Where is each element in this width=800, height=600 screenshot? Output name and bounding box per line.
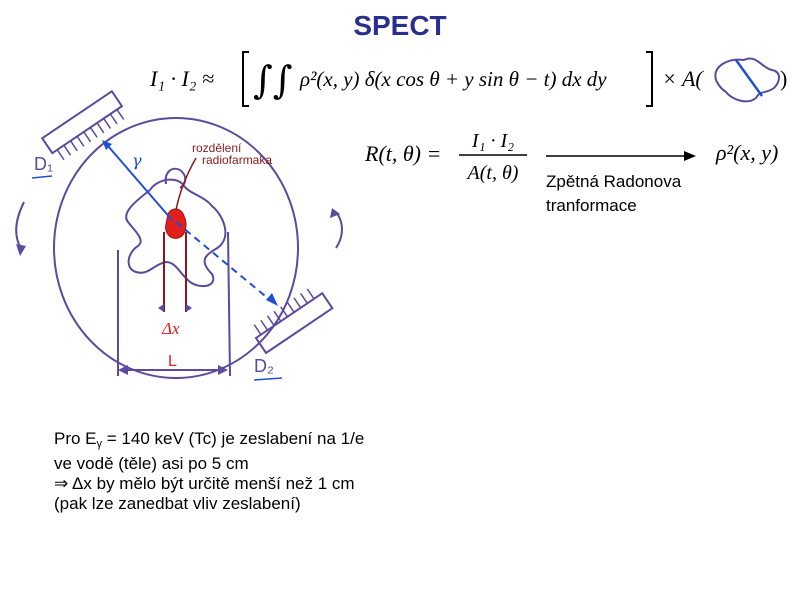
arrow-label-line-1: Zpětná Radonova: [546, 172, 682, 191]
projection-line-icon: [734, 59, 764, 97]
arrow-label: Zpětná Radonova tranformace: [546, 170, 681, 218]
attenuation-note: Pro Eγ = 140 keV (Tc) je zeslabení na 1/…: [54, 429, 364, 514]
detector-d2: [253, 288, 334, 355]
label-distribution-1: rozdělení: [192, 141, 242, 155]
note-line-1: Pro Eγ = 140 keV (Tc) je zeslabení na 1/…: [54, 429, 365, 450]
label-delta-x: Δx: [161, 319, 180, 338]
gamma-ray-dashed: [175, 221, 271, 301]
left-bracket: [242, 51, 249, 107]
label-d1: D₁: [34, 154, 53, 174]
formula-integrand: ρ²(x, y) δ(x cos θ + y sin θ − t) dx dy: [299, 67, 607, 91]
label-d2: D₂: [254, 356, 274, 376]
double-integral: ∫∫: [253, 58, 293, 102]
gantry-circle: [53, 117, 299, 379]
result-density: ρ²(x, y): [716, 140, 779, 165]
body-outline-icon: [714, 57, 780, 103]
page-title: SPECT: [353, 10, 447, 41]
distribution-pointer: [175, 157, 197, 211]
radon-numerator: I₁ · I₂: [471, 130, 514, 152]
body-top-loop: [164, 167, 187, 189]
formula-lhs: I₁ · I₂ ≈: [149, 66, 214, 91]
rotation-arrow-right-icon: [335, 211, 343, 249]
radiopharmaceutical-source: [165, 208, 187, 239]
gamma-ray-solid: [107, 145, 173, 221]
formula-times-A: × A(: [662, 66, 704, 91]
note-line-2: ve vodě (těle) asi po 5 cm: [54, 454, 249, 473]
formula-close-paren: ): [780, 66, 787, 91]
body-cross-section: [125, 178, 227, 288]
right-boundary-line: [227, 231, 231, 377]
note-line-4: (pak lze zanedbat vliv zeslabení): [54, 494, 301, 513]
detector-d1: [40, 89, 125, 161]
note-line-3: ⇒ Δx by mělo být určitě menší než 1 cm: [54, 474, 355, 493]
arrow-label-line-2: tranformace: [546, 196, 637, 215]
right-bracket: [646, 51, 653, 107]
radon-formula: R(t, θ) = I₁ · I₂ A(t, θ): [364, 125, 535, 187]
label-gamma: γ: [132, 151, 142, 170]
label-distribution-2: radiofarmaka: [202, 153, 272, 167]
label-length: L: [168, 353, 177, 370]
attenuation-product-formula: I₁ · I₂ ≈ ∫∫ ρ²(x, y) δ(x cos θ + y sin …: [149, 48, 798, 110]
rotation-arrow-left-icon: [15, 201, 25, 251]
radon-denominator: A(t, θ): [466, 162, 519, 184]
radon-lhs: R(t, θ) =: [364, 141, 441, 166]
